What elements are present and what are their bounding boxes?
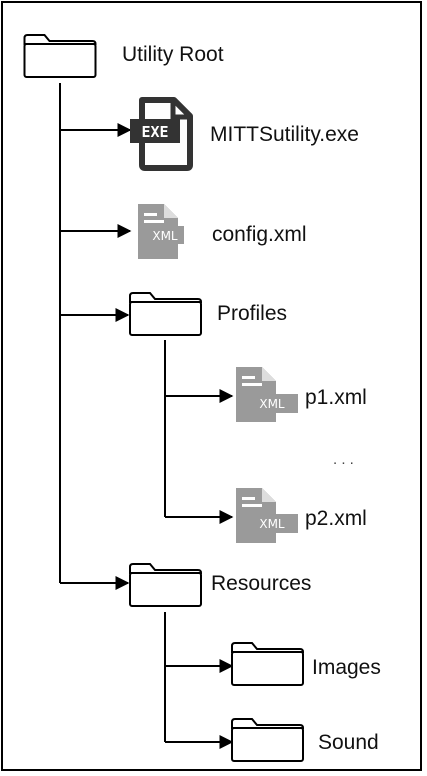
arrows xyxy=(60,123,234,749)
diagram-frame xyxy=(1,1,422,771)
ellipsis-label: . . . xyxy=(333,451,354,468)
svg-text:XML: XML xyxy=(152,229,178,243)
profiles-label: Profiles xyxy=(217,302,288,325)
svg-text:EXE: EXE xyxy=(141,123,168,141)
svg-text:XML: XML xyxy=(259,397,285,411)
exe-label: MITTSutility.exe xyxy=(210,123,359,146)
p2-xml-file-icon: XML xyxy=(236,488,298,543)
sound-folder-icon xyxy=(231,718,304,762)
config-label: config.xml xyxy=(212,223,307,246)
resources-folder-icon xyxy=(129,563,202,607)
resources-label: Resources xyxy=(211,572,312,595)
connectors xyxy=(59,83,166,742)
root-label: Utility Root xyxy=(122,43,224,66)
exe-file-icon: EXE xyxy=(130,97,193,171)
images-folder-icon xyxy=(231,642,304,686)
p1-label: p1.xml xyxy=(305,386,367,409)
images-label: Images xyxy=(312,656,381,679)
config-xml-file-icon: XML xyxy=(138,204,184,259)
root-folder-icon xyxy=(23,33,97,79)
p2-label: p2.xml xyxy=(305,507,367,530)
p1-xml-file-icon: XML xyxy=(236,367,298,422)
svg-text:XML: XML xyxy=(259,517,285,531)
profiles-folder-icon xyxy=(129,292,202,336)
sound-label: Sound xyxy=(318,731,379,754)
